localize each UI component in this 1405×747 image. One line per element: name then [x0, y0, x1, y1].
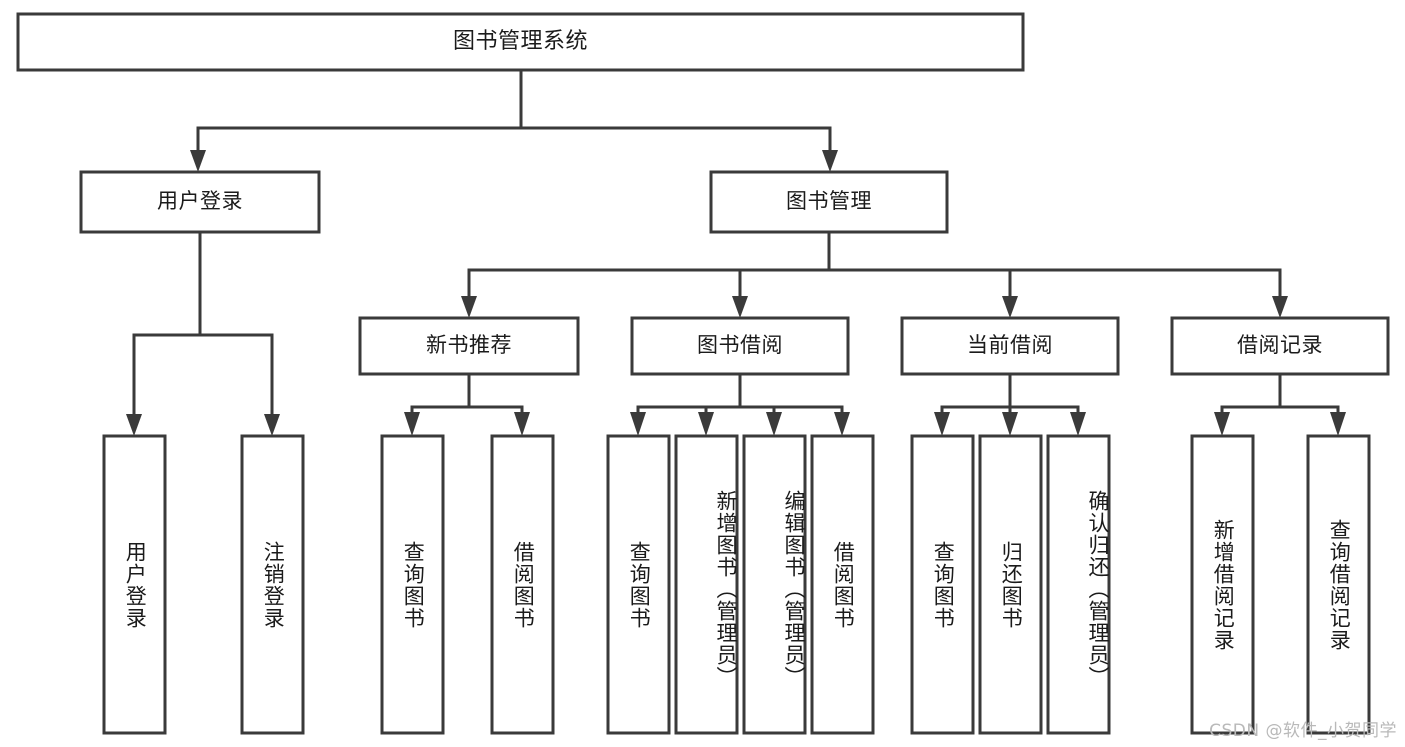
- node-box-leaf-borrow-book-1[interactable]: [490, 434, 555, 735]
- node-box-leaf-confirm-return-admin[interactable]: [1046, 434, 1111, 735]
- node-box-leaf-query-borrow-record[interactable]: [1306, 434, 1371, 735]
- node-box-leaf-logout-login[interactable]: [240, 434, 305, 735]
- node-box-current-borrow[interactable]: [900, 316, 1120, 376]
- node-box-root[interactable]: [16, 12, 1025, 72]
- node-box-new-book-recommend[interactable]: [358, 316, 580, 376]
- node-box-leaf-query-book-1[interactable]: [380, 434, 445, 735]
- connector-bookmanage-to-level2: [461, 230, 1288, 318]
- node-box-book-manage[interactable]: [709, 170, 949, 234]
- node-box-leaf-edit-book-admin[interactable]: [742, 434, 807, 735]
- connector-borrowrecord-to-leaves: [1214, 372, 1346, 436]
- node-box-book-borrow[interactable]: [630, 316, 850, 376]
- node-box-borrow-record[interactable]: [1170, 316, 1390, 376]
- node-box-leaf-query-book-3[interactable]: [910, 434, 975, 735]
- connector-newbook-to-leaves: [404, 372, 530, 436]
- connector-root-to-level1: [190, 68, 838, 172]
- node-box-leaf-borrow-book-2[interactable]: [810, 434, 875, 735]
- node-box-leaf-return-book[interactable]: [978, 434, 1043, 735]
- connector-currentborrow-to-leaves: [934, 372, 1086, 436]
- node-box-user-login[interactable]: [79, 170, 321, 234]
- node-box-leaf-query-book-2[interactable]: [606, 434, 671, 735]
- node-box-leaf-user-login[interactable]: [102, 434, 167, 735]
- node-box-leaf-add-book-admin[interactable]: [674, 434, 739, 735]
- connector-bookborrow-to-leaves: [630, 372, 850, 436]
- connector-userlogin-to-leaves: [126, 230, 280, 436]
- node-box-leaf-add-borrow-record[interactable]: [1190, 434, 1255, 735]
